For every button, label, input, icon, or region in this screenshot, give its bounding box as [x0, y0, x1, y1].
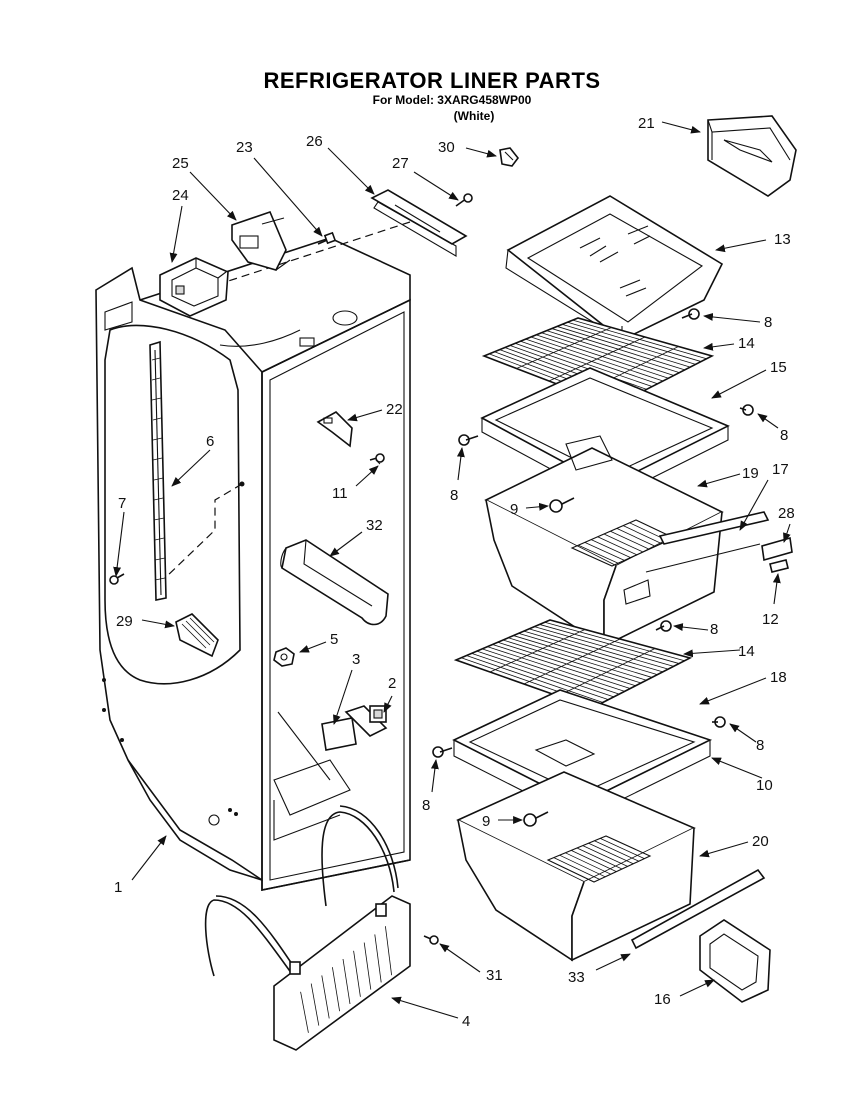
clip-9b [523, 811, 549, 827]
shelf-ladder-rail [149, 340, 167, 601]
callout-22: 22 [386, 401, 403, 418]
callout-16: 16 [654, 991, 671, 1008]
control-bracket [231, 211, 291, 271]
callout-4: 4 [462, 1013, 470, 1030]
dairy-bin [707, 115, 797, 197]
callout-11: 11 [332, 485, 348, 502]
model-line: For Model: 3XARG458WP00 [373, 93, 532, 107]
leader-lines [113, 121, 791, 1019]
crisper-drawer-lower [456, 771, 696, 962]
callout-5: 5 [330, 631, 338, 648]
screw-11 [369, 453, 385, 463]
callout-30: 30 [438, 139, 455, 156]
wire-shelf-lower [453, 619, 693, 709]
screw-23 [317, 231, 337, 245]
callout-14a: 14 [738, 335, 755, 352]
callout-8b: 8 [780, 427, 788, 444]
callout-8f: 8 [422, 797, 430, 814]
screw-8c [458, 434, 479, 446]
drawer-rail-33 [630, 868, 766, 950]
callout-20: 20 [752, 833, 769, 850]
callout-27: 27 [392, 155, 409, 172]
callout-8d: 8 [710, 621, 718, 638]
callout-7: 7 [118, 495, 126, 512]
callout-1: 1 [114, 879, 122, 896]
callout-13: 13 [774, 231, 791, 248]
crisper-cover-glass [505, 195, 724, 341]
crisper-drawer-upper [484, 435, 724, 648]
screw-8a [681, 308, 700, 320]
callout-23: 23 [236, 139, 253, 156]
callout-8a: 8 [764, 314, 772, 331]
callout-32: 32 [366, 517, 383, 534]
callout-10: 10 [756, 777, 773, 794]
screw-8d [655, 620, 672, 632]
cover-16 [699, 919, 771, 1003]
callout-24: 24 [172, 187, 189, 204]
screw-8e [712, 716, 726, 728]
nut-5 [273, 647, 295, 667]
callout-labels: 1 2 3 4 5 6 7 8 8 8 8 8 8 9 9 10 11 12 1… [114, 115, 795, 1030]
control-housing [159, 257, 229, 317]
callout-26: 26 [306, 133, 323, 150]
bracket-22 [316, 411, 353, 448]
clip-28 [761, 536, 793, 562]
callout-14b: 14 [738, 643, 755, 660]
vent-grille-29 [175, 613, 219, 658]
screw-31 [423, 935, 439, 945]
screw-8f [432, 746, 453, 758]
callout-2: 2 [388, 675, 396, 692]
callout-31: 31 [486, 967, 503, 984]
page-title: REFRIGERATOR LINER PARTS [263, 68, 600, 93]
callout-29: 29 [116, 613, 133, 630]
callout-8e: 8 [756, 737, 764, 754]
callout-8c: 8 [450, 487, 458, 504]
screw-8b [739, 404, 754, 416]
screw-27 [455, 193, 473, 207]
drain-heater-4 [204, 805, 411, 1051]
callout-28: 28 [778, 505, 795, 522]
wire-shelf-upper [481, 317, 715, 407]
callout-3: 3 [352, 651, 360, 668]
callout-15: 15 [770, 359, 787, 376]
callout-21: 21 [638, 115, 655, 132]
callout-19: 19 [742, 465, 759, 482]
callout-12: 12 [762, 611, 779, 628]
callout-18: 18 [770, 669, 787, 686]
drawer-rail-17 [645, 511, 770, 573]
bracket-3 [321, 717, 357, 751]
color-line: (White) [454, 109, 495, 123]
callout-25: 25 [172, 155, 189, 172]
clip-9a [549, 497, 575, 513]
callout-6: 6 [206, 433, 214, 450]
callout-17: 17 [772, 461, 789, 478]
refrigerator-liner [95, 237, 411, 891]
clip-2 [344, 705, 388, 737]
clip-12 [769, 559, 789, 573]
callout-9a: 9 [510, 501, 518, 518]
clip-30 [499, 147, 520, 167]
callout-9b: 9 [482, 813, 490, 830]
air-vent-cover [370, 189, 468, 257]
air-duct-32 [280, 539, 389, 626]
callout-33: 33 [568, 969, 585, 986]
